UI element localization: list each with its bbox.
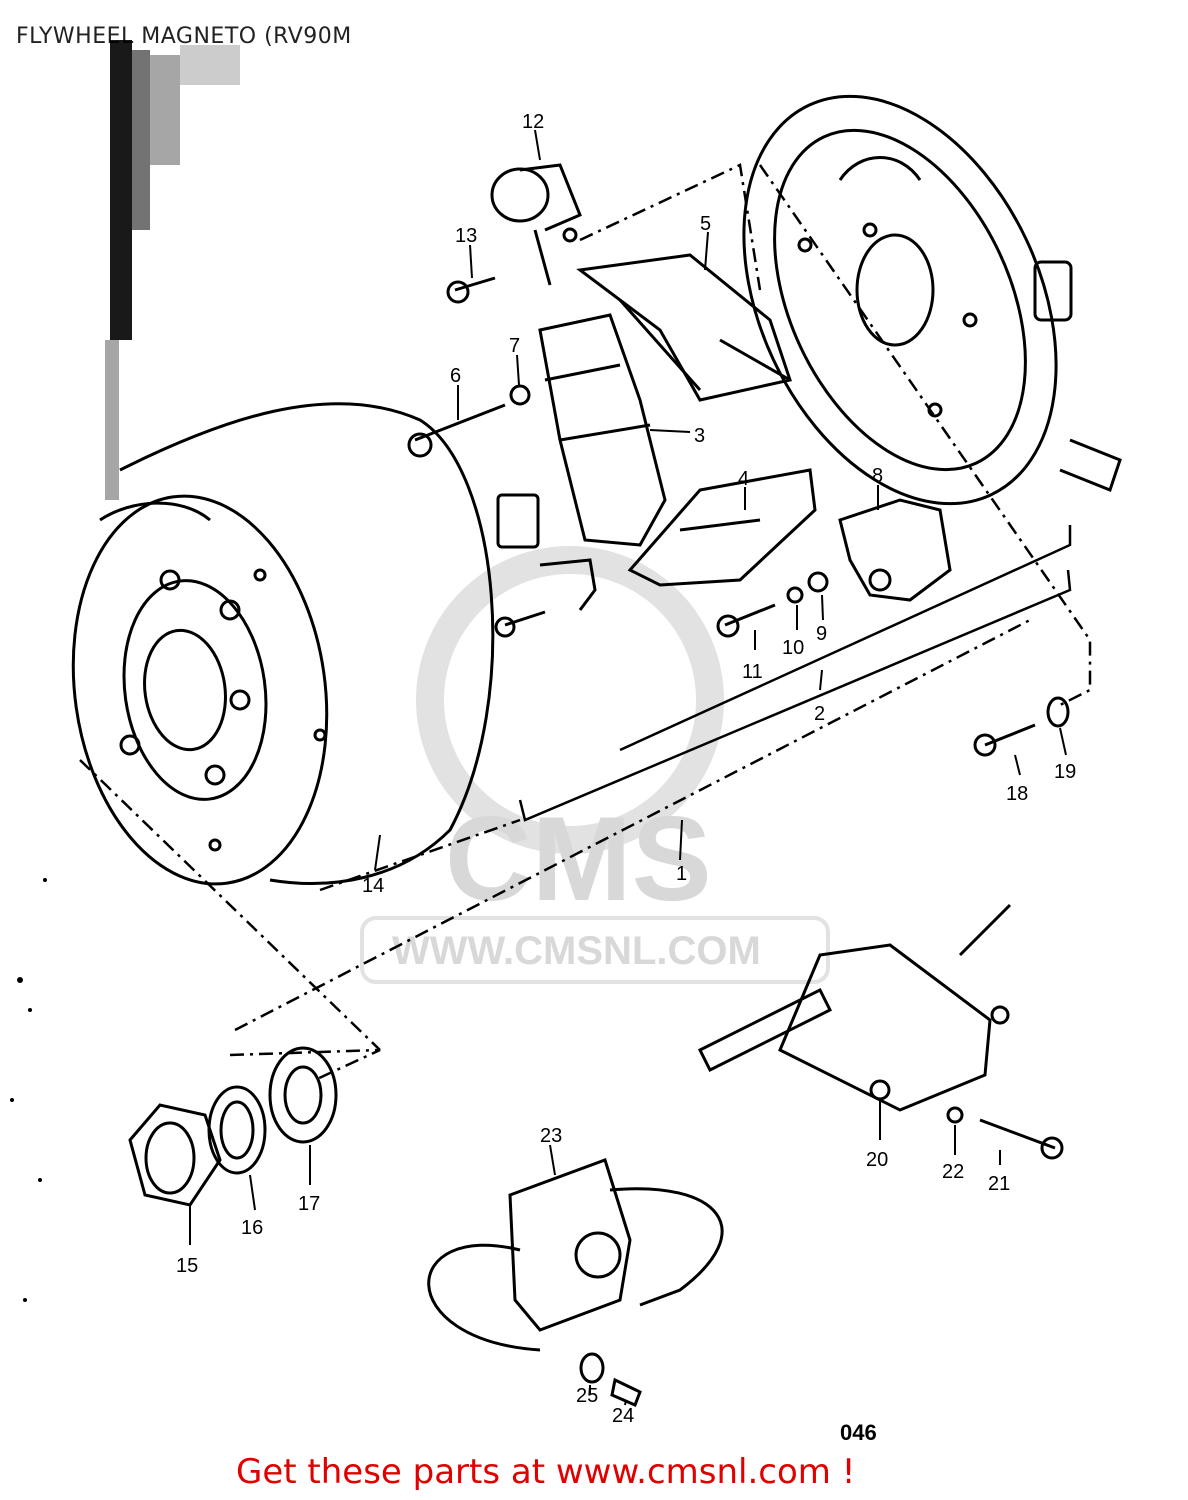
callout-19: 19 [1054, 761, 1076, 783]
condenser-part-12 [490, 163, 582, 286]
callout-3: 3 [694, 425, 705, 447]
coil-part-5 [576, 253, 792, 402]
coil-part-3 [538, 313, 667, 547]
callout-21: 21 [988, 1173, 1010, 1195]
reference-code: 046 [840, 1420, 877, 1445]
callout-numbers: 1 2 3 4 5 6 7 8 9 10 11 12 13 14 15 16 1… [176, 111, 1076, 1427]
callout-25: 25 [576, 1385, 598, 1407]
watermark-logo-text: CMS [445, 792, 712, 926]
page-title: FLYWHEEL MAGNETO (RV90M [16, 24, 352, 49]
screws [407, 276, 1070, 1160]
callout-8: 8 [872, 465, 883, 487]
callout-4: 4 [738, 468, 749, 490]
callout-2: 2 [814, 703, 825, 725]
regulator-part-23 [427, 1158, 724, 1407]
ignition-coil-part-20 [697, 903, 1012, 1112]
cms-watermark: CMS WWW.CMSNL.COM [360, 546, 830, 984]
callout-16: 16 [241, 1217, 263, 1239]
stator-base-plate [742, 94, 1122, 506]
nut-and-washers [128, 1046, 338, 1207]
callout-10: 10 [782, 637, 804, 659]
callout-20: 20 [866, 1149, 888, 1171]
callout-leaders [189, 129, 1067, 1406]
callout-13: 13 [455, 225, 477, 247]
flywheel-rotor [71, 402, 495, 886]
callout-7: 7 [509, 335, 520, 357]
callout-17: 17 [298, 1193, 320, 1215]
callout-24: 24 [612, 1405, 634, 1427]
breaker-part-8 [838, 498, 952, 602]
callout-9: 9 [816, 623, 827, 645]
callout-23: 23 [540, 1125, 562, 1147]
scan-noise [10, 40, 240, 1302]
callout-15: 15 [176, 1255, 198, 1277]
breaker-part-4 [627, 468, 817, 587]
callout-5: 5 [700, 213, 711, 235]
callout-14: 14 [362, 875, 384, 897]
watermark-url-text: WWW.CMSNL.COM [392, 929, 761, 973]
assembly-guide-lines [79, 163, 1092, 1082]
callout-22: 22 [942, 1161, 964, 1183]
callout-12: 12 [522, 111, 544, 133]
callout-11: 11 [742, 661, 763, 683]
felt-and-bracket [496, 493, 597, 611]
callout-6: 6 [450, 365, 461, 387]
callout-18: 18 [1006, 783, 1028, 805]
callout-1: 1 [676, 863, 687, 885]
footer-cmsnl-link[interactable]: Get these parts at www.cmsnl.com ! [236, 1452, 856, 1492]
group-brackets [518, 525, 1072, 822]
exploded-parts-diagram: CMS WWW.CMSNL.COM [10, 40, 1122, 1445]
